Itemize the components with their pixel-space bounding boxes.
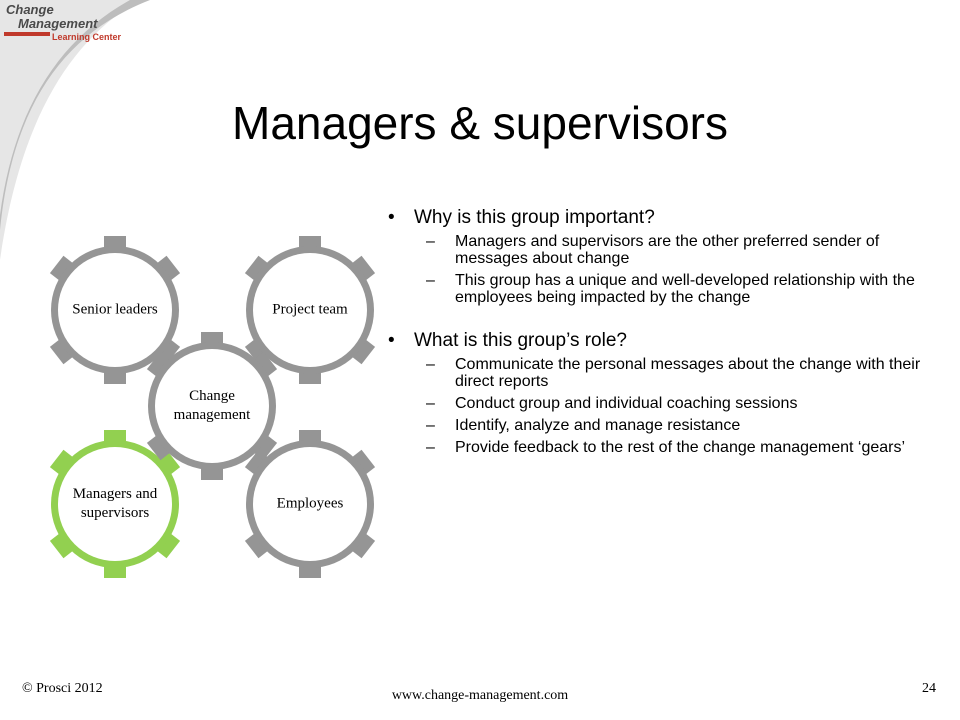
role-point-text: Identify, analyze and manage resistance — [455, 417, 741, 434]
gear-label-line: Change — [189, 388, 235, 404]
gear-label-line: management — [173, 407, 251, 423]
role-point-text: Provide feedback to the rest of the chan… — [455, 439, 906, 456]
gear-3 — [146, 332, 278, 480]
slide-title: Managers & supervisors — [232, 97, 728, 149]
logo-text-line3: Learning Center — [52, 32, 122, 42]
page-number: 24 — [922, 681, 936, 696]
importance-point: –Managers and supervisors are the other … — [426, 233, 880, 267]
role-point: –Identify, analyze and manage resistance — [426, 417, 741, 434]
gear-face — [253, 447, 367, 561]
gear-label: Project team — [272, 301, 347, 320]
logo-text-line1: Change — [6, 2, 54, 17]
copyright-text: © Prosci 2012 — [22, 681, 103, 696]
gear-label: Managers and supervisors — [73, 485, 158, 523]
bullet-list: Why is this group important? –Managers a… — [388, 206, 948, 461]
importance-point: –This group has a unique and well-develo… — [426, 272, 915, 306]
role-point-text: Communicate the personal messages about … — [455, 356, 921, 390]
website-url: www.change-management.com — [391, 688, 569, 703]
gear-label: Change management — [174, 387, 251, 425]
gear-face — [253, 253, 367, 367]
question-importance: Why is this group important? — [388, 206, 948, 229]
gear-face — [155, 349, 269, 463]
gears-graphic — [49, 236, 376, 578]
logo-text-line2: Management — [18, 16, 98, 31]
gear-face — [58, 253, 172, 367]
gear-label: Employees — [277, 495, 344, 514]
role-point: –Communicate the personal messages about… — [426, 356, 921, 390]
gear-label: Senior leaders — [72, 301, 157, 320]
role-point: –Provide feedback to the rest of the cha… — [426, 439, 906, 456]
gear-5 — [244, 430, 376, 578]
gear-label-line: supervisors — [80, 505, 150, 521]
gear-label-line: Managers and — [72, 486, 158, 502]
logo-red-bar — [4, 32, 50, 36]
corner-swoosh-decoration — [0, 0, 150, 260]
importance-point-text: This group has a unique and well-develop… — [455, 272, 915, 306]
gear-label-line: Project team — [272, 301, 348, 318]
gear-label-line: Employees — [276, 495, 344, 512]
role-point: –Conduct group and individual coaching s… — [426, 395, 798, 412]
importance-point-text: Managers and supervisors are the other p… — [455, 233, 880, 267]
gear-label-line: Senior leaders — [72, 301, 158, 318]
question-role: What is this group’s role? — [388, 329, 948, 352]
change-management-logo: Change Management Learning Center — [4, 2, 134, 52]
gear-face — [58, 447, 172, 561]
gear-2 — [244, 236, 376, 384]
role-point-text: Conduct group and individual coaching se… — [455, 395, 798, 412]
gear-4 — [49, 430, 181, 578]
